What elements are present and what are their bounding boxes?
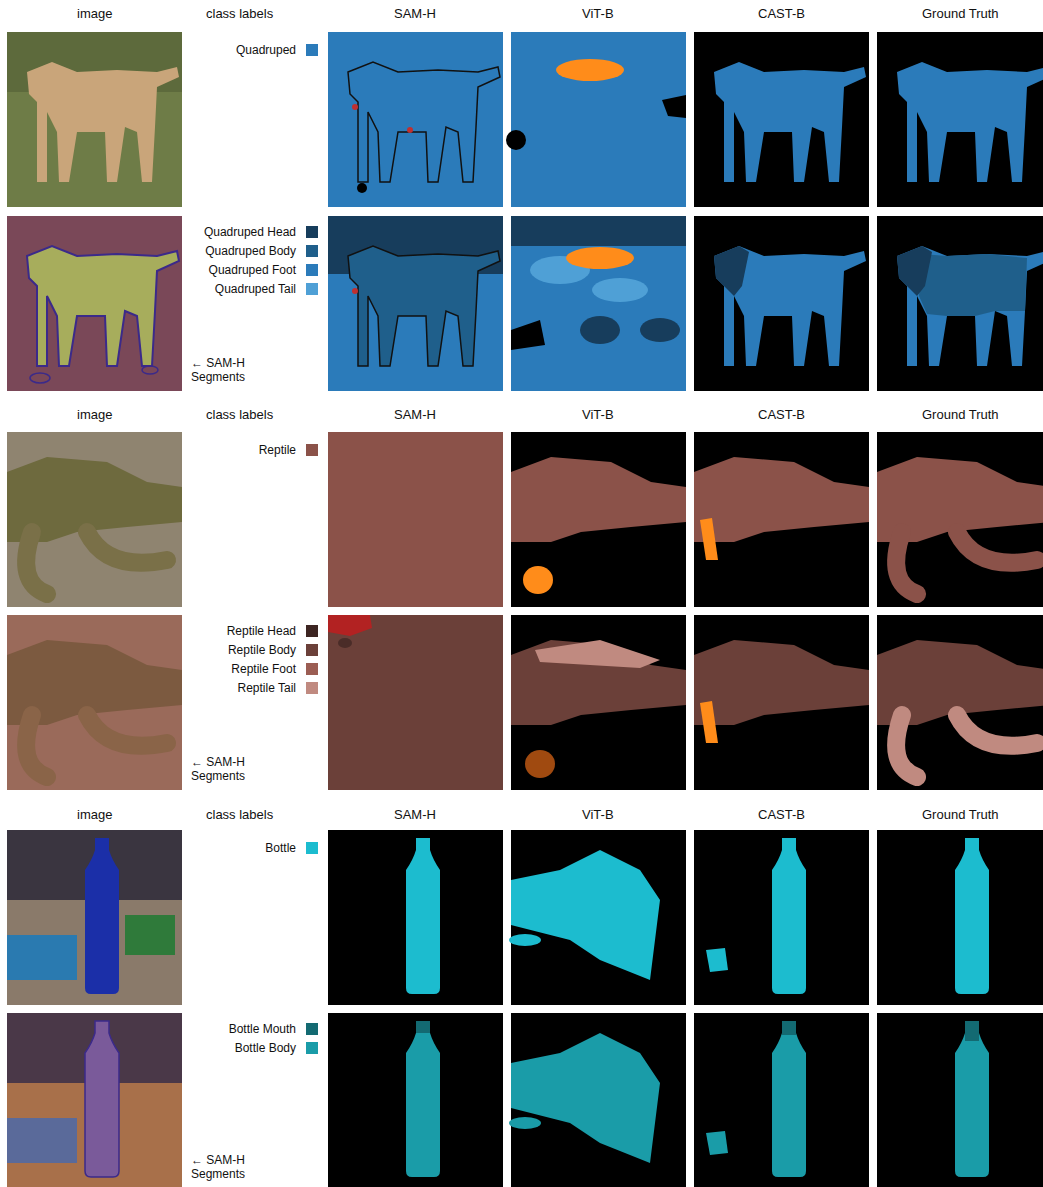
class-label: Reptile Head [227, 623, 296, 639]
class-label: Quadruped Tail [215, 281, 296, 297]
column-header: CAST-B [758, 407, 805, 423]
legend-entry: Reptile [180, 442, 318, 458]
legend-entry: Bottle Body [180, 1040, 318, 1056]
legend-entry: Reptile Foot [180, 661, 318, 677]
color-swatch [306, 283, 318, 295]
column-header: image [77, 407, 112, 423]
column-header: Ground Truth [922, 807, 999, 823]
color-swatch [306, 1023, 318, 1035]
column-header: ViT-B [582, 407, 614, 423]
column-header: image [77, 6, 112, 22]
class-label: Reptile [259, 442, 296, 458]
column-header: class labels [206, 6, 273, 22]
color-swatch [306, 444, 318, 456]
class-label: Quadruped [236, 42, 296, 58]
class-label: Reptile Body [228, 642, 296, 658]
class-label: Bottle Mouth [229, 1021, 296, 1037]
color-swatch [306, 682, 318, 694]
column-header: SAM-H [394, 807, 436, 823]
legend-entry: Bottle [180, 840, 318, 856]
column-header: class labels [206, 407, 273, 423]
segments-note: ← SAM-H Segments [191, 755, 257, 783]
class-label: Bottle [265, 840, 296, 856]
column-header: image [77, 807, 112, 823]
column-header: CAST-B [758, 6, 805, 22]
column-header: Ground Truth [922, 6, 999, 22]
class-label: Reptile Foot [231, 661, 296, 677]
legend-entry: Reptile Body [180, 642, 318, 658]
class-label: Quadruped Head [204, 224, 296, 240]
class-label: Bottle Body [235, 1040, 296, 1056]
color-swatch [306, 1042, 318, 1054]
legend-entry: Bottle Mouth [180, 1021, 318, 1037]
column-header: SAM-H [394, 407, 436, 423]
class-label: Reptile Tail [238, 680, 296, 696]
legend-entry: Quadruped Body [180, 243, 318, 259]
legend-entry: Quadruped [180, 42, 318, 58]
segments-note: ← SAM-H Segments [191, 1153, 257, 1181]
column-header: SAM-H [394, 6, 436, 22]
column-header: class labels [206, 807, 273, 823]
legend-entry: Quadruped Foot [180, 262, 318, 278]
segments-note: ← SAM-H Segments [191, 356, 257, 384]
legend-entry: Reptile Tail [180, 680, 318, 696]
color-swatch [306, 226, 318, 238]
class-label: Quadruped Foot [209, 262, 296, 278]
class-label: Quadruped Body [205, 243, 296, 259]
color-swatch [306, 842, 318, 854]
color-swatch [306, 264, 318, 276]
color-swatch [306, 625, 318, 637]
color-swatch [306, 663, 318, 675]
color-swatch [306, 245, 318, 257]
column-header: CAST-B [758, 807, 805, 823]
column-header: Ground Truth [922, 407, 999, 423]
legend-entry: Quadruped Head [180, 224, 318, 240]
color-swatch [306, 44, 318, 56]
legend-entry: Quadruped Tail [180, 281, 318, 297]
legend-entry: Reptile Head [180, 623, 318, 639]
column-header: ViT-B [582, 6, 614, 22]
color-swatch [306, 644, 318, 656]
column-header: ViT-B [582, 807, 614, 823]
